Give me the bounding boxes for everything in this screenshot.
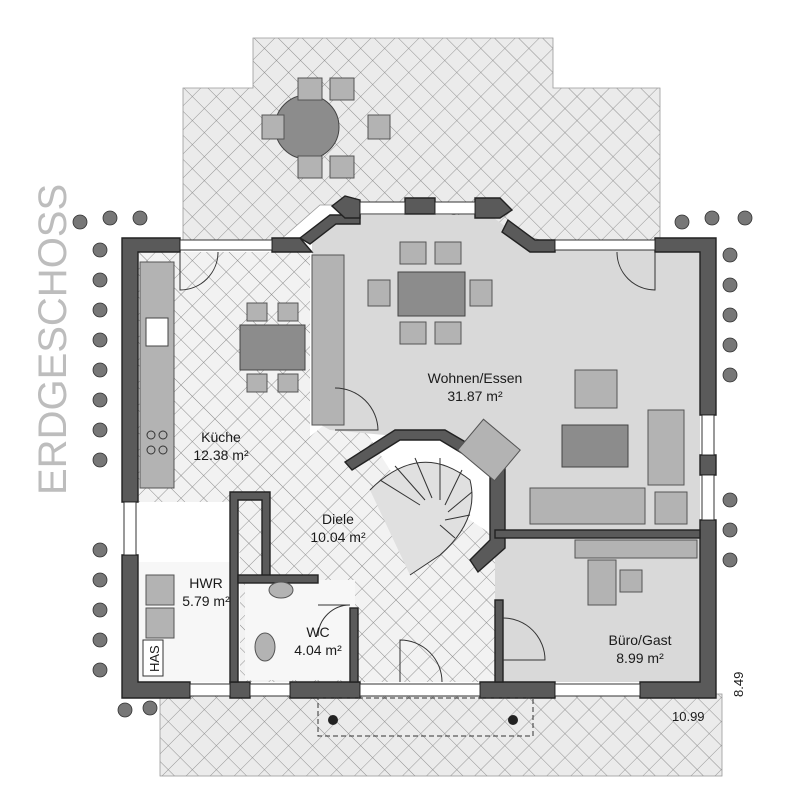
window-living-north (554, 239, 656, 251)
has-label: HAS (147, 645, 162, 672)
office-desk (574, 539, 698, 559)
kitchen-chair-1 (246, 302, 268, 322)
room-label-hwr: HWR (189, 575, 222, 591)
dining-chair-1 (399, 241, 427, 265)
room-label-kueche: Küche (201, 429, 241, 445)
outer-wall-bay-right (501, 218, 556, 253)
kitchen-chair-3 (246, 373, 268, 393)
kitchen-stove (146, 430, 168, 455)
window-kitchen-north (179, 239, 273, 251)
terrace-south (159, 693, 723, 777)
outer-wall-bay-left (298, 214, 361, 245)
office-chair (619, 569, 643, 593)
lounge-chair (457, 418, 521, 482)
wc-floor (245, 580, 355, 680)
door-wc (317, 604, 351, 637)
outer-wall-south-1 (229, 681, 251, 699)
interior-wall-buero-left (494, 599, 504, 683)
window-bay-north-2 (434, 201, 476, 215)
door-entrance (399, 639, 443, 683)
door-kitchen-terrace (179, 251, 219, 291)
cabinet-wall (311, 254, 345, 426)
office-desk-side (587, 559, 617, 606)
room-area-buero: 8.99 m² (616, 650, 664, 666)
sofa-front (529, 487, 646, 525)
plants-west (72, 210, 158, 718)
terrace-chair-4 (329, 155, 355, 179)
dining-table (397, 271, 466, 317)
window-south-4 (554, 683, 641, 697)
window-bay-north (359, 201, 406, 215)
dryer (145, 607, 175, 639)
room-area-hwr: 5.79 m² (182, 593, 230, 609)
window-east (701, 414, 715, 456)
has-box (142, 639, 164, 677)
kitchen-chair-4 (277, 373, 299, 393)
wc-toilet (254, 632, 276, 662)
room-area-diele: 10.04 m² (310, 529, 366, 545)
interior-wall-buero-top (494, 529, 701, 539)
interior-wall-hwr (229, 491, 271, 683)
floor-label: ERDGESCHOSS (31, 184, 75, 495)
outer-wall-bay-top-right (474, 197, 514, 219)
room-area-wc: 4.04 m² (294, 642, 342, 658)
dining-chair-4 (434, 321, 462, 345)
staircase (369, 457, 473, 576)
door-wohnen (334, 387, 379, 431)
wc-sink (268, 581, 294, 599)
window-west (123, 501, 137, 556)
door-living-terrace (616, 251, 656, 291)
outer-wall-south-3 (479, 681, 556, 699)
entrance-light-right (508, 715, 518, 725)
room-label-buero: Büro/Gast (608, 632, 671, 648)
room-label-diele: Diele (322, 511, 354, 527)
entrance-steps (317, 697, 534, 737)
window-east-2 (701, 474, 715, 521)
dining-chair-6 (469, 279, 493, 307)
window-south-3 (359, 683, 481, 697)
room-area-kueche: 12.38 m² (193, 447, 249, 463)
kitchen-counter (139, 261, 175, 489)
interior-wall-wc-right (349, 607, 359, 683)
sofa-side (647, 409, 685, 486)
side-table (654, 491, 688, 525)
door-buero (502, 617, 546, 661)
coffee-table (561, 424, 629, 468)
entrance-light-left (328, 715, 338, 725)
kitchen-sink (145, 317, 169, 347)
terrace-table (274, 94, 340, 160)
outer-wall-bay-top-mid (404, 197, 436, 215)
kitchen-table (239, 324, 306, 371)
terrace-chair-6 (367, 114, 391, 140)
terrace-chair-3 (297, 155, 323, 179)
kitchen-chair-2 (277, 302, 299, 322)
outer-wall-south-2 (289, 681, 361, 699)
plants-east (674, 210, 753, 568)
dining-chair-5 (367, 279, 391, 307)
dimension-width: 10.99 (672, 709, 705, 724)
dining-chair-3 (399, 321, 427, 345)
dimension-depth: 8.49 (731, 672, 746, 697)
window-south-1 (189, 683, 231, 697)
room-label-wc: WC (306, 624, 329, 640)
window-south-2 (249, 683, 291, 697)
armchair (574, 369, 618, 409)
outer-wall-west (121, 237, 181, 503)
outer-wall-bay-top-left (330, 195, 361, 219)
room-label-wohnen: Wohnen/Essen (428, 370, 523, 386)
outer-wall-east-low (639, 519, 717, 699)
terrace-chair-2 (329, 77, 355, 101)
terrace-chair-1 (297, 77, 323, 101)
terrace-chair-5 (261, 114, 285, 140)
room-area-wohnen: 31.87 m² (447, 388, 503, 404)
outer-wall-east-mid (699, 454, 717, 476)
outer-wall-west-lower (121, 554, 191, 699)
dining-chair-2 (434, 241, 462, 265)
washing-machine (145, 574, 175, 606)
interior-wall-staircase (343, 429, 506, 574)
